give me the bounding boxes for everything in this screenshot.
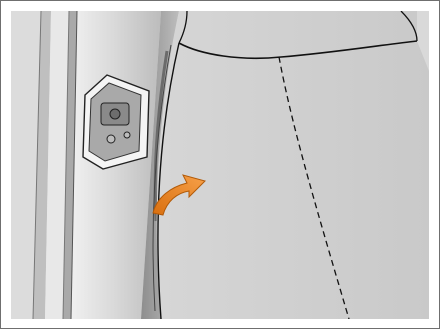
latch-bracket-icon bbox=[83, 75, 149, 169]
left-pillar bbox=[11, 11, 161, 319]
side-panel bbox=[157, 11, 429, 319]
trunk-panel-illustration bbox=[11, 11, 429, 319]
